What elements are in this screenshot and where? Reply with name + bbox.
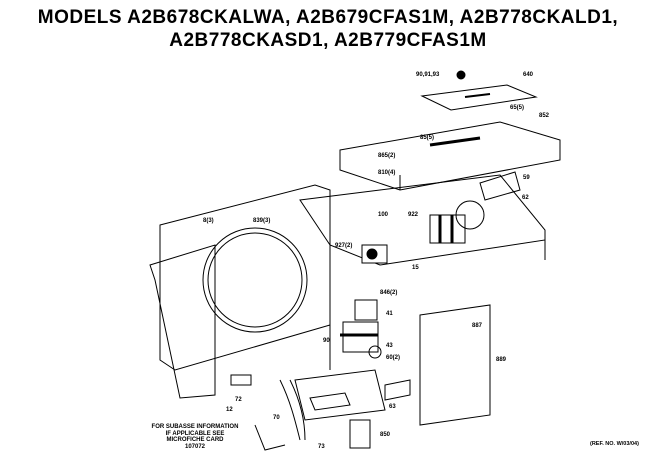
callout-box-2: 43 <box>386 343 393 349</box>
callout-motor: 100 <box>378 212 389 218</box>
callout-left-connector: 85(5) <box>420 135 435 141</box>
side-panel <box>149 244 216 399</box>
callout-top-cover: 640 <box>523 72 534 78</box>
callout-relay-a: 846(2) <box>380 290 398 296</box>
callout-plate-2: 889 <box>496 357 507 363</box>
wire-harness <box>254 379 306 451</box>
callout-wire-2: 72 <box>235 397 242 403</box>
callout-bottom-left: 12 <box>226 407 233 413</box>
callout-top-screw: 90,91,93 <box>416 72 440 78</box>
callout-left-panel: 8(3) <box>203 218 214 224</box>
motor <box>429 200 485 244</box>
top-cover-plate <box>420 84 538 111</box>
base-chassis <box>299 174 546 370</box>
callout-right-2: 62 <box>522 195 529 201</box>
callout-box-1: 41 <box>386 311 393 317</box>
small-bracket <box>384 379 411 401</box>
callout-right-side: 59 <box>523 175 530 181</box>
callout-relay-b: 15 <box>412 265 419 271</box>
bottom-bracket <box>294 369 386 421</box>
fan-shroud-panel <box>159 184 331 371</box>
callout-wire-1: 70 <box>273 415 280 421</box>
callout-top-right-2: 852 <box>539 113 550 119</box>
diagram-title-line-1: MODELS A2B678CKALWA, A2B679CFAS1M, A2B77… <box>37 7 619 28</box>
footnote-line-3: MICROFICHE CARD <box>166 437 224 443</box>
callout-bottom-right: 850 <box>380 432 391 438</box>
footnote-line-2: IF APPLICABLE SEE <box>165 430 225 437</box>
capacitor <box>361 244 388 264</box>
connector <box>230 374 252 386</box>
callout-motor-2: 922 <box>408 212 419 218</box>
footnote-line-1: FOR SUBASSE INFORMATION <box>151 424 239 430</box>
terminal-block <box>349 419 371 449</box>
footnote-line-4: 107072 <box>184 443 206 450</box>
diagram-title-line-2: A2B778CKASD1, A2B779CFAS1M <box>169 30 487 51</box>
callout-top-right-1: 65(5) <box>510 105 525 111</box>
subassembly-footnote: FOR SUBASSE INFORMATION IF APPLICABLE SE… <box>140 424 250 450</box>
callout-screw-2: 810(4) <box>378 170 396 176</box>
callout-box-4: 90 <box>323 338 330 344</box>
callout-box-3: 60(2) <box>386 355 401 361</box>
top-screw <box>456 70 466 80</box>
cord-clamp <box>479 171 521 201</box>
callout-wire-3: 73 <box>318 444 325 450</box>
callout-screw-1: 865(2) <box>378 153 396 159</box>
drawing-reference: (REF. NO. W/03/04) <box>590 441 639 447</box>
callout-small-bracket: 63 <box>389 404 396 410</box>
access-plate <box>419 304 491 426</box>
callout-capacitor: 927(2) <box>335 243 353 249</box>
callout-plate-1: 887 <box>472 323 483 329</box>
control-box <box>340 299 382 359</box>
callout-left-top: 839(3) <box>253 218 271 224</box>
